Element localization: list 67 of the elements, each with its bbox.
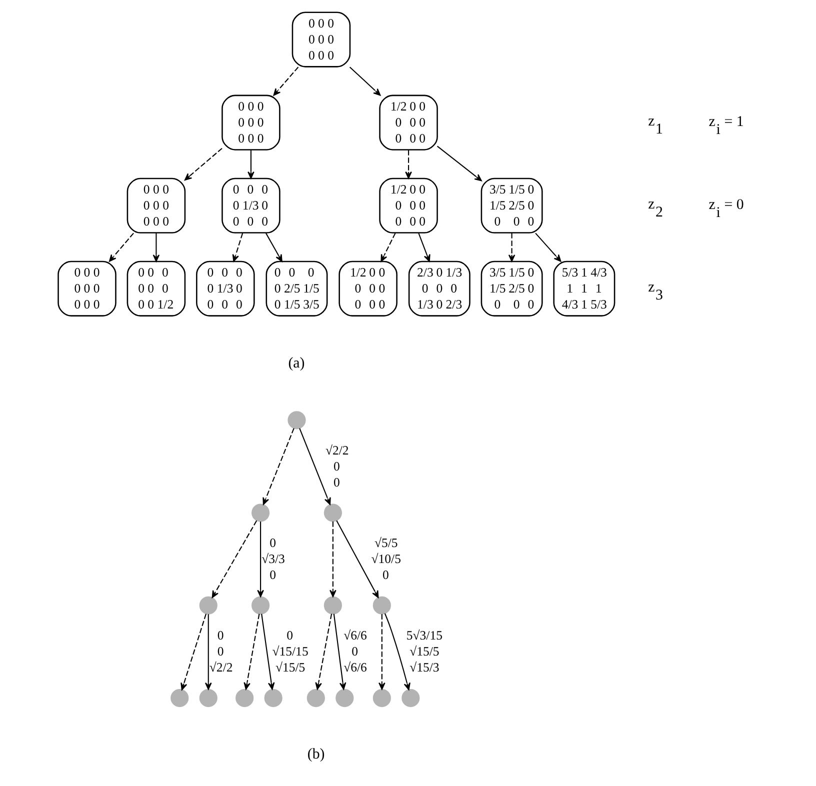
arrow	[349, 66, 381, 96]
node-circle	[288, 411, 306, 430]
node-box: 0 0 0 0 0 0 0 0 0	[126, 178, 186, 234]
edge-label: √5/5 √10/5 0	[371, 536, 401, 582]
arrow	[330, 522, 336, 598]
node-circle	[324, 596, 342, 614]
node-box: 0 0 0 0 1/3 0 0 0 0	[222, 178, 280, 234]
node-box: 1/2 0 0 0 0 0 0 0 0	[338, 260, 398, 316]
node-box: 0 0 0 0 1/3 0 0 0 0	[196, 260, 255, 316]
node-circle	[170, 688, 189, 708]
arrow	[273, 66, 299, 96]
label: (a)	[288, 356, 305, 372]
arrow	[535, 232, 562, 262]
node-box: 2/3 0 1/3 0 0 0 1/3 0 2/3	[408, 260, 470, 316]
node-box: 0 0 0 0 0 0 0 0 1/2	[126, 260, 186, 316]
node-box: 3/5 1/5 0 1/5 2/5 0 0 0 0	[480, 260, 543, 316]
arrow	[333, 614, 346, 690]
arrow	[436, 146, 482, 182]
edge-label: √2/2 0 0	[325, 443, 349, 490]
arrow	[508, 233, 516, 262]
arrow	[108, 232, 134, 262]
arrow	[266, 232, 282, 262]
node-circle	[252, 596, 270, 614]
arrow	[184, 148, 222, 181]
label: (b)	[307, 746, 325, 762]
arrow	[212, 520, 258, 598]
node-box: 3/5 1/5 0 1/5 2/5 0 0 0 0	[480, 178, 543, 234]
arrow	[380, 232, 396, 262]
node-circle	[372, 688, 391, 708]
arrow	[152, 233, 160, 262]
node-circle	[336, 688, 354, 708]
node-box: 0 0 0 0 0 0 0 0 0	[222, 94, 280, 150]
arrow	[204, 614, 212, 690]
arrow	[232, 233, 244, 262]
node-circle	[199, 596, 218, 614]
node-box: 1/2 0 0 0 0 0 0 0 0	[379, 178, 438, 234]
arrow	[261, 614, 275, 690]
arrow	[418, 233, 430, 262]
edge-label: 0 0 √2/2	[209, 628, 233, 675]
node-box: 1/2 0 0 0 0 0 0 0 0	[379, 94, 438, 150]
node-box: 0 0 0 0 2/5 1/5 0 1/5 3/5	[266, 260, 328, 316]
edge-label: 0 √3/3 0	[262, 536, 285, 582]
node-box: 0 0 0 0 0 0 0 0 0	[292, 12, 351, 68]
arrow	[299, 428, 331, 505]
node-circle	[324, 504, 342, 522]
arrow	[257, 522, 264, 598]
arrow	[384, 613, 410, 690]
edge-label: 0 √15/15 √15/5	[272, 628, 308, 675]
node-circle	[236, 688, 254, 708]
node-circle	[372, 596, 391, 614]
edge-label: √6/6 0 √6/6	[344, 628, 367, 675]
arrow	[180, 614, 207, 690]
node-circle	[199, 688, 218, 708]
node-box: 0 0 0 0 0 0 0 0 0	[58, 260, 116, 316]
arrow	[262, 428, 294, 505]
node-circle	[402, 688, 420, 708]
arrow	[405, 150, 412, 179]
node-circle	[252, 504, 270, 522]
arrow	[378, 614, 386, 690]
arrow	[336, 520, 379, 598]
arrow	[248, 150, 254, 179]
edge-label: 5√3/15 √15/5 √15/3	[406, 628, 442, 675]
node-circle	[306, 688, 325, 708]
node-box: 5/3 1 4/3 1 1 1 4/3 1 5/3	[553, 260, 616, 316]
node-circle	[264, 688, 282, 708]
arrow	[315, 614, 332, 690]
arrow	[244, 614, 260, 690]
